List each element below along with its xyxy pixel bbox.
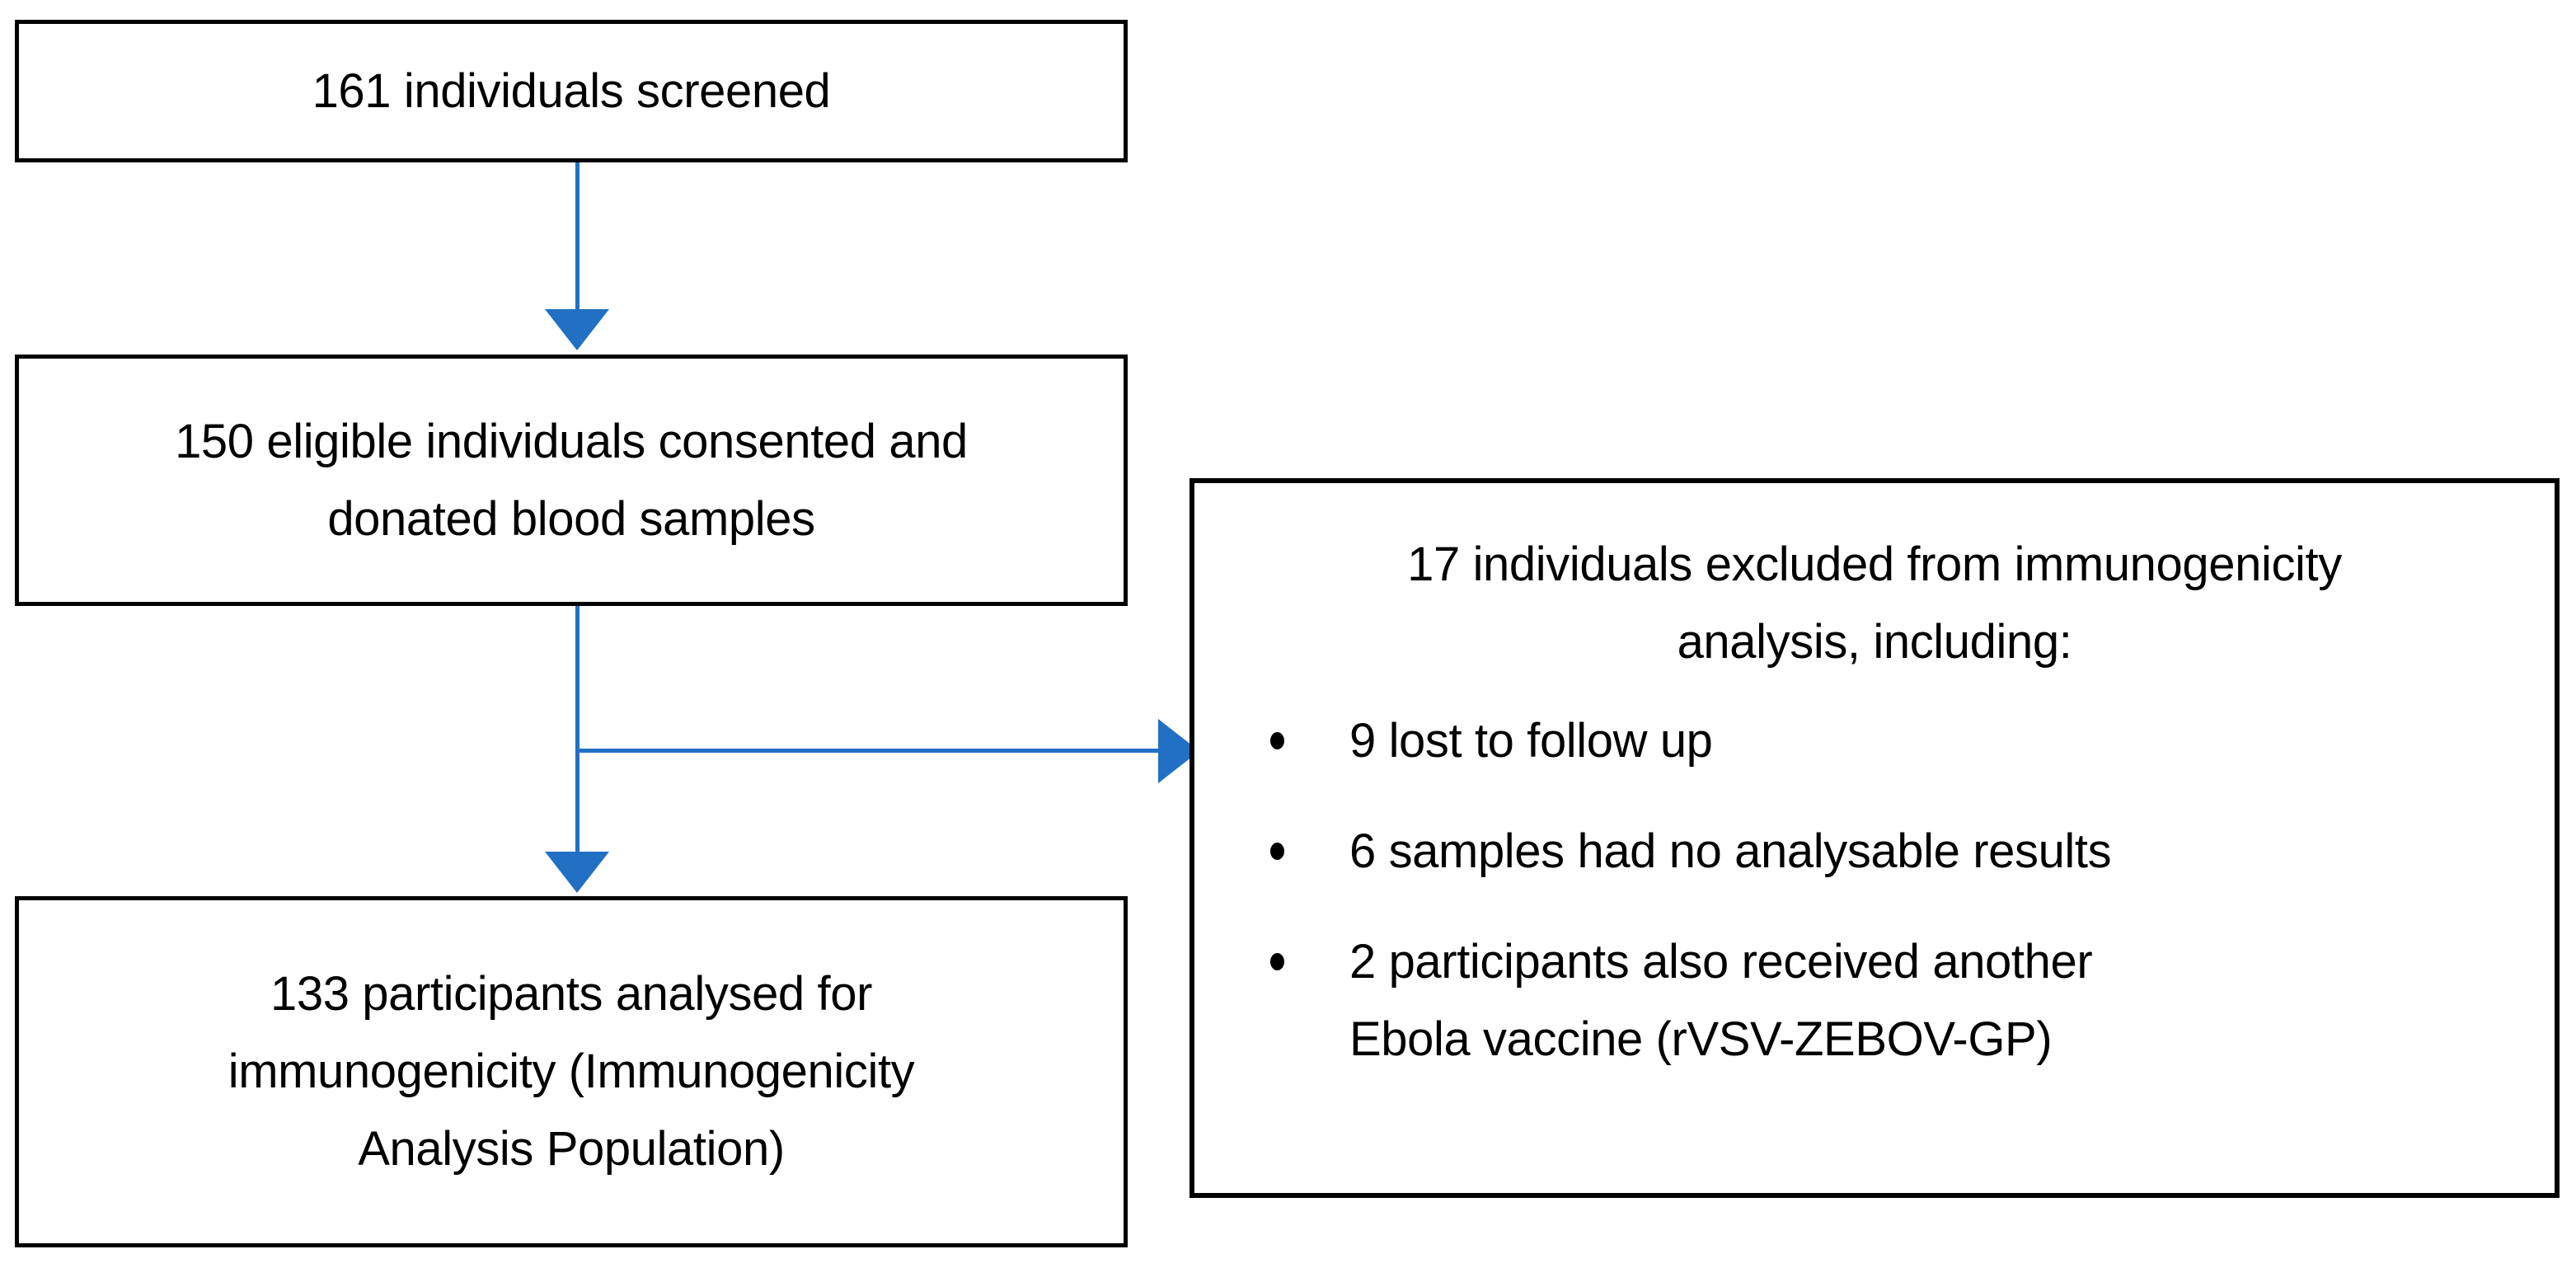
- node-screened: 161 individuals screened: [15, 20, 1128, 162]
- node-consented: 150 eligible individuals consented and d…: [15, 355, 1128, 606]
- list-item-line-1: 9 lost to follow up: [1349, 713, 1713, 768]
- node-consented-line-2: donated blood samples: [327, 491, 815, 546]
- bullet-icon: [1270, 842, 1284, 860]
- node-excluded-heading: 17 individuals excluded from immunogenic…: [1227, 526, 2522, 681]
- node-excluded-bullet-list: 9 lost to follow up 6 samples had no ana…: [1227, 702, 2522, 1078]
- list-item: 9 lost to follow up: [1270, 702, 2522, 780]
- node-analysed: 133 participants analysed for immunogeni…: [15, 896, 1128, 1247]
- bullet-icon: [1270, 731, 1284, 749]
- connector-screened-to-consented-line: [575, 162, 579, 311]
- list-item: 2 participants also received another Ebo…: [1270, 923, 2522, 1078]
- bullet-icon: [1270, 952, 1284, 970]
- node-excluded-heading-line-2: analysis, including:: [1677, 614, 2072, 669]
- list-item-line-1: 6 samples had no analysable results: [1349, 824, 2112, 878]
- node-analysed-line-2: immunogenicity (Immunogenicity: [228, 1045, 915, 1099]
- node-consented-line-1: 150 eligible individuals consented and: [175, 414, 968, 468]
- arrow-down-icon: [545, 309, 609, 350]
- list-item-line-1: 2 participants also received another: [1349, 934, 2093, 989]
- list-item: 6 samples had no analysable results: [1270, 813, 2522, 890]
- connector-consented-to-excluded-line: [575, 749, 1162, 753]
- list-item-line-2: Ebola vaccine (rVSV-ZEBOV-GP): [1349, 1012, 2053, 1066]
- node-analysed-line-3: Analysis Population): [358, 1121, 785, 1176]
- arrow-down-icon: [545, 852, 609, 893]
- node-analysed-line-1: 133 participants analysed for: [270, 967, 872, 1021]
- node-screened-line-1: 161 individuals screened: [312, 63, 831, 118]
- node-excluded: 17 individuals excluded from immunogenic…: [1189, 478, 2560, 1198]
- connector-consented-to-analysed-line: [575, 606, 579, 853]
- node-excluded-heading-line-1: 17 individuals excluded from immunogenic…: [1407, 538, 2342, 591]
